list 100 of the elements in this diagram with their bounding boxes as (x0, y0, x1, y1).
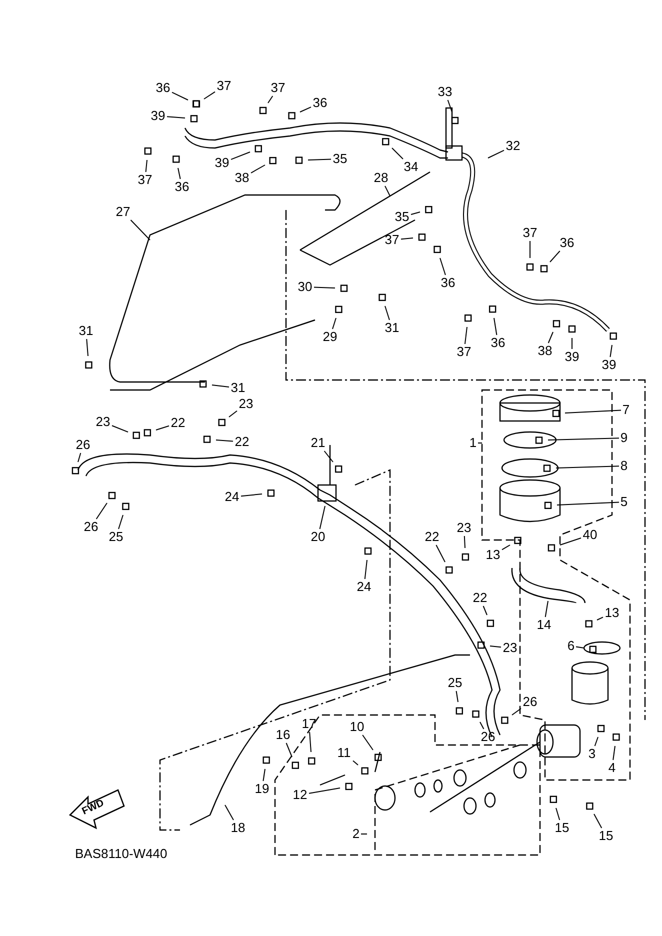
reference-code: BAS8110-W440 (75, 847, 168, 861)
callout-number: 26 (480, 730, 496, 744)
leader-line (594, 814, 602, 828)
leader-line (96, 502, 108, 520)
leader-line (362, 734, 374, 750)
leader-line (224, 804, 234, 820)
callout-number: 19 (254, 782, 270, 796)
callout-number: 25 (448, 676, 462, 690)
leader-line (230, 152, 250, 160)
leader-line (544, 600, 548, 618)
callout-number: 31 (384, 321, 400, 335)
leader-line (594, 736, 598, 746)
leader-line (550, 250, 560, 262)
leader-line (436, 544, 446, 562)
callout-number: 24 (224, 490, 240, 504)
callout-number: 36 (440, 276, 456, 290)
leader-line (560, 538, 582, 546)
callout-number: 36 (560, 236, 574, 250)
leader-line (319, 506, 326, 530)
leader-line (300, 106, 312, 112)
callout-number: 12 (292, 788, 308, 802)
leader-line (502, 544, 510, 550)
callout-number: 36 (490, 336, 506, 350)
leader-line (156, 425, 170, 430)
callout-number: 17 (302, 717, 316, 731)
callout-number: 29 (322, 330, 338, 344)
leader-line (488, 150, 504, 158)
callout-number: 8 (620, 459, 628, 473)
leader-line (576, 646, 584, 648)
callout-number: 35 (332, 152, 348, 166)
arrow-label: FWD (80, 796, 107, 820)
callout-number: 4 (608, 761, 616, 775)
callout-number: 16 (276, 728, 290, 742)
callout-number: 9 (620, 431, 628, 445)
leader-line (145, 160, 148, 172)
callout-number: 18 (230, 821, 246, 835)
callout-number: 27 (116, 205, 130, 219)
callout-number: 15 (598, 829, 614, 843)
callout-number: 2 (352, 827, 360, 841)
callout-number: 22 (170, 416, 186, 430)
leader-line (250, 164, 266, 174)
callout-number: 37 (522, 226, 538, 240)
callout-number: 34 (404, 160, 418, 174)
callout-number: 31 (78, 324, 94, 338)
leader-line (464, 536, 466, 548)
leader-line (548, 332, 554, 344)
callout-number: 21 (310, 436, 326, 450)
leader-line (494, 318, 498, 336)
callout-number: 40 (582, 528, 598, 542)
callout-number: 23 (502, 641, 518, 655)
callout-number: 7 (622, 403, 630, 417)
callout-number: 39 (564, 350, 580, 364)
leader-line (228, 410, 238, 418)
callout-number: 11 (337, 746, 351, 760)
callout-number: 22 (472, 591, 488, 605)
leader-line (172, 92, 188, 100)
callout-number: 22 (234, 435, 250, 449)
callout-number: 35 (394, 210, 410, 224)
leader-line (482, 606, 488, 616)
leader-line (364, 560, 368, 580)
callout-number: 37 (384, 233, 400, 247)
leader-line (596, 616, 604, 620)
leader-line (118, 514, 124, 530)
callout-number: 36 (312, 96, 328, 110)
callout-number: 10 (350, 720, 364, 734)
leader-line (332, 318, 336, 330)
leader-line (309, 732, 312, 752)
callout-number: 36 (174, 180, 190, 194)
leader-line (612, 746, 616, 760)
leader-line (392, 148, 404, 160)
callout-number: 38 (538, 344, 552, 358)
leader-line (556, 502, 620, 506)
callout-number: 38 (234, 171, 250, 185)
leader-line (314, 286, 336, 288)
leader-line (324, 450, 334, 462)
callout-number: 1 (469, 436, 477, 450)
callout-number: 23 (238, 397, 254, 411)
callout-number: 33 (438, 85, 452, 99)
callout-number: 14 (536, 618, 552, 632)
callout-number: 37 (138, 173, 152, 187)
leader-line (204, 91, 216, 100)
callout-number: 26 (522, 695, 538, 709)
leader-line (480, 722, 484, 730)
leader-line (490, 646, 502, 648)
leader-line (384, 186, 390, 196)
leader-line (268, 96, 274, 104)
leader-line (308, 788, 340, 794)
leader-line (410, 212, 420, 215)
callout-number: 31 (230, 381, 246, 395)
leader-line (352, 760, 358, 766)
leader-line (166, 116, 186, 118)
leader-line (610, 344, 612, 358)
leader-line (478, 442, 482, 444)
leader-line (308, 158, 332, 160)
leader-line (464, 326, 468, 344)
callout-number: 22 (424, 530, 440, 544)
leader-line (440, 258, 446, 276)
callout-number: 23 (96, 415, 110, 429)
leader-line (78, 452, 82, 462)
callout-number: 13 (486, 548, 500, 562)
